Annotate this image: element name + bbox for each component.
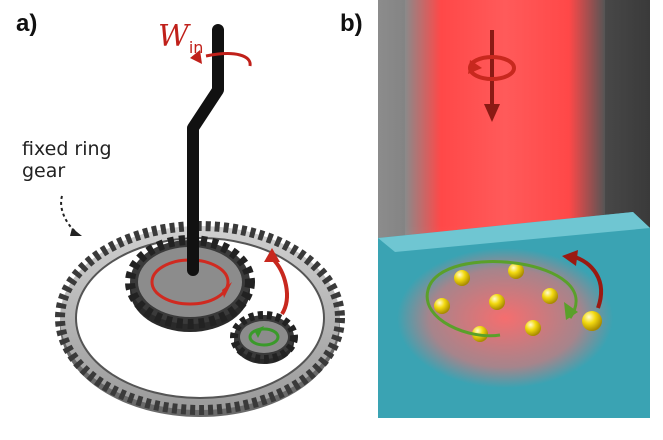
particle <box>489 294 505 310</box>
input-work-symbol: W <box>158 19 189 54</box>
particle <box>542 288 558 304</box>
input-work-label: Win <box>158 22 203 63</box>
ring-gear-label-line2: gear <box>22 160 66 182</box>
input-rotation-arrow-icon <box>190 50 252 67</box>
ring-gear-label-line1: fixed ring <box>22 138 112 160</box>
particle <box>434 298 450 314</box>
orbit-arrow-icon <box>264 248 289 316</box>
panel-a-label: a) <box>16 10 38 37</box>
input-work-subscript: in <box>188 38 204 57</box>
sun-gear <box>125 235 255 332</box>
illumination-spot <box>397 248 613 388</box>
panel-b-illustration <box>378 0 650 418</box>
orbit-arrow-icon <box>425 260 578 338</box>
panel-b-label: b) <box>340 10 363 37</box>
crank-shaft <box>187 24 224 276</box>
particle <box>454 270 470 286</box>
label-pointer-arrow-icon <box>60 195 82 236</box>
particle <box>525 320 541 336</box>
panel-a-illustration <box>55 24 345 417</box>
particle <box>508 263 524 279</box>
planet-gear <box>230 311 298 364</box>
particle-large <box>582 311 602 331</box>
ring-gear-label: fixed ring gear <box>22 138 112 182</box>
spin-arrow-icon <box>562 250 604 309</box>
rotation-arrow-icon <box>468 30 516 122</box>
